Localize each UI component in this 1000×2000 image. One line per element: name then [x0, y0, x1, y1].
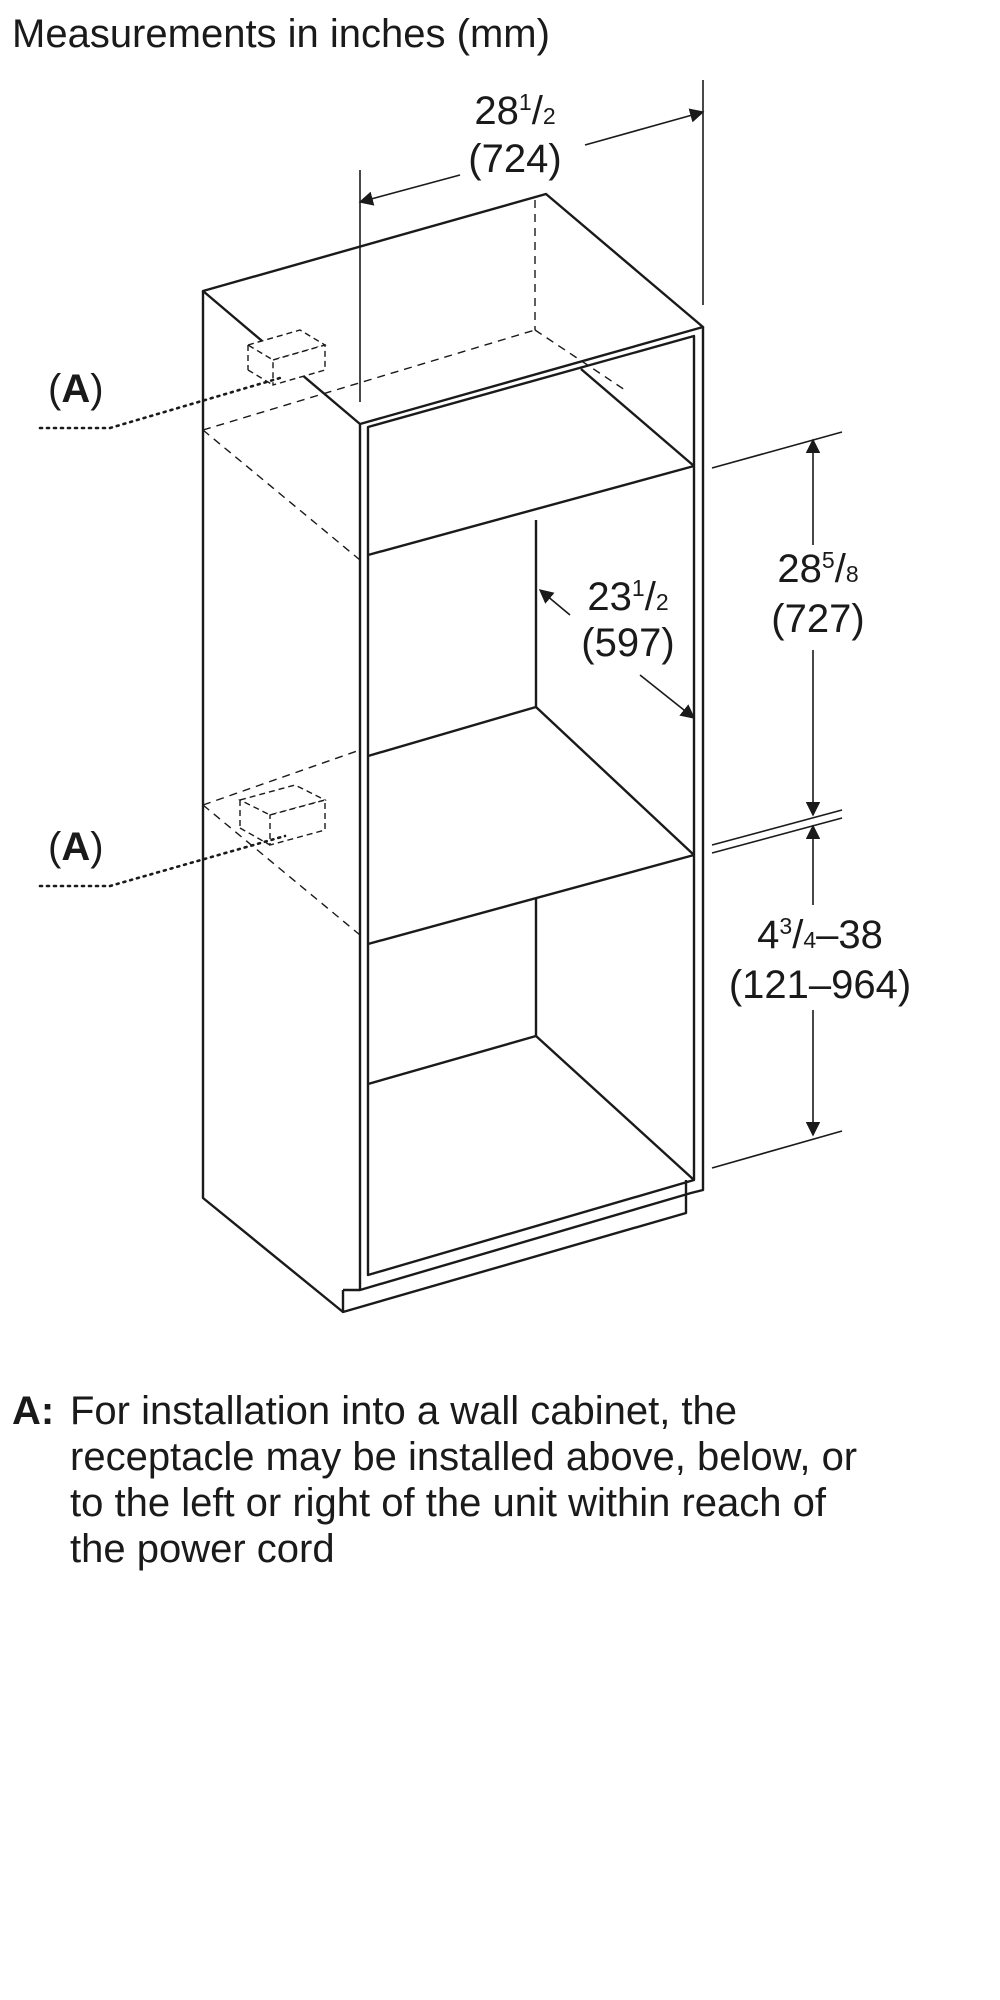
cabinet-diagram: (A) (A) 281/2 (724) 231/2 (597) 285/8 (7…	[38, 80, 911, 1314]
dimension-base-height: 43/4–38 (121–964)	[729, 913, 911, 1007]
dimension-lines	[358, 80, 843, 1169]
page-title: Measurements in inches (mm)	[12, 12, 550, 56]
svg-text:43/4–38: 43/4–38	[757, 913, 883, 957]
dimension-cutout-height: 285/8 (727)	[771, 547, 864, 641]
callout-label-upper: (A)	[48, 367, 104, 411]
legend-key: A:	[12, 1389, 55, 1433]
legend-text: For installation into a wall cabinet, th…	[70, 1389, 858, 1571]
callout-leader-lower	[38, 834, 287, 888]
svg-text:(727): (727)	[771, 597, 864, 641]
svg-text:(597): (597)	[581, 621, 674, 665]
legend-note: A: For installation into a wall cabinet,…	[12, 1388, 972, 1572]
svg-text:(724): (724)	[468, 137, 561, 181]
hidden-lines	[202, 200, 626, 936]
cabinet-outline	[201, 192, 705, 1314]
svg-text:281/2: 281/2	[474, 89, 555, 133]
receptacle-upper-icon	[246, 329, 327, 386]
svg-text:231/2: 231/2	[587, 575, 668, 619]
svg-text:(121–964): (121–964)	[729, 963, 911, 1007]
dimension-depth: 231/2 (597)	[581, 575, 674, 665]
callout-leader-upper	[38, 376, 282, 430]
callout-label-lower: (A)	[48, 825, 104, 869]
receptacle-lower-icon	[238, 784, 327, 846]
dimension-top-width: 281/2 (724)	[468, 89, 561, 181]
svg-text:285/8: 285/8	[777, 547, 858, 591]
